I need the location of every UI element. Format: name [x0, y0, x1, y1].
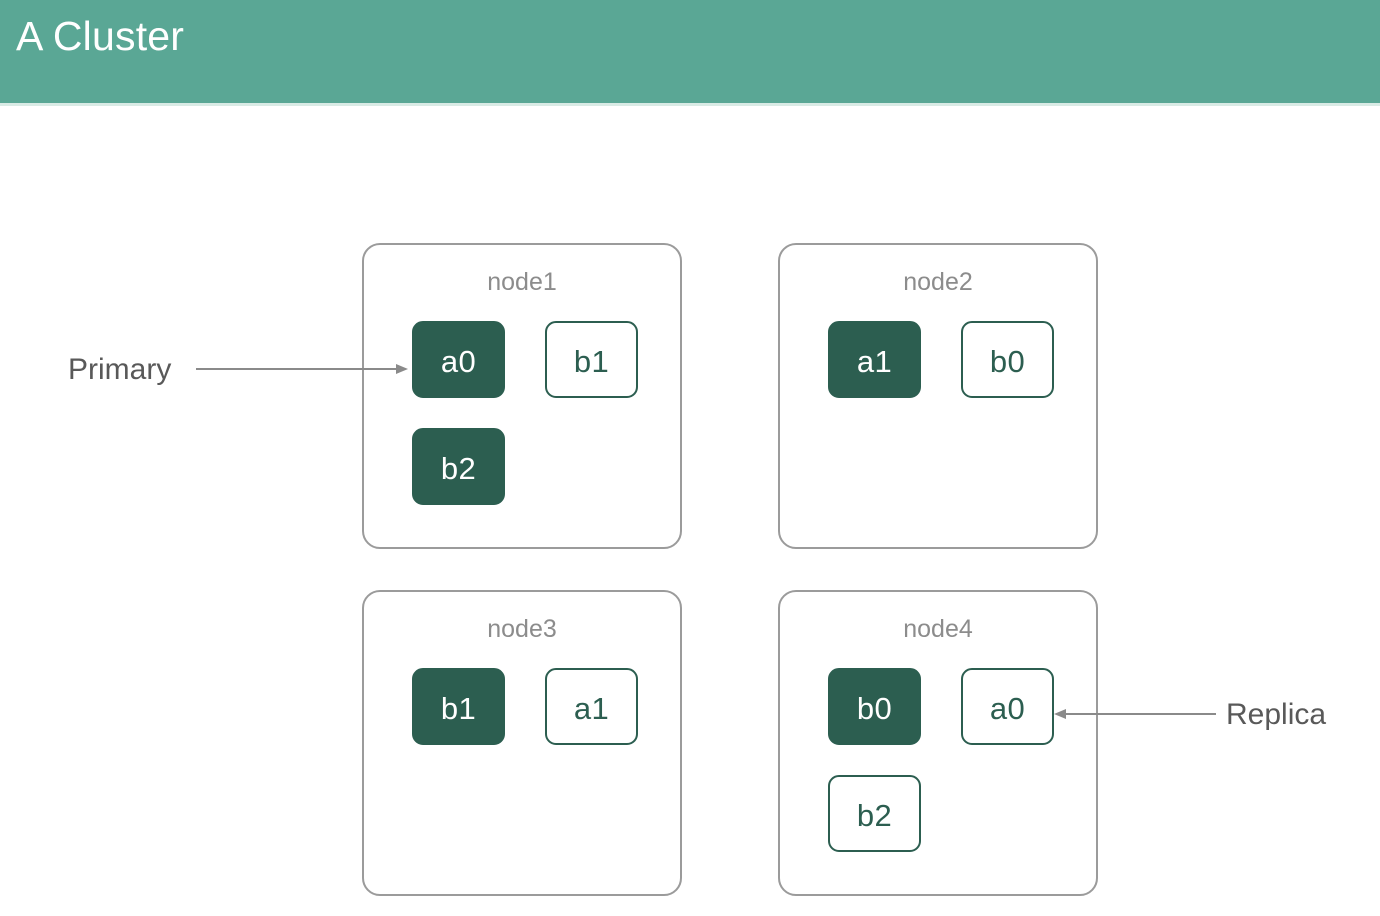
app-header: A Cluster [0, 0, 1380, 103]
shard-node3-a1[interactable]: a1 [545, 668, 638, 745]
shard-node1-b2[interactable]: b2 [412, 428, 505, 505]
page-title: A Cluster [16, 13, 185, 59]
node-box-node2[interactable]: node2 a1 b0 [778, 243, 1098, 549]
shard-area-node4: b0 a0 b2 [828, 668, 1076, 882]
node-box-node3[interactable]: node3 b1 a1 [362, 590, 682, 896]
shard-node4-b2[interactable]: b2 [828, 775, 921, 852]
cluster-diagram: node1 a0 b1 b2 node2 a1 b0 node3 b1 a1 n… [0, 106, 1380, 916]
shard-node1-b1[interactable]: b1 [545, 321, 638, 398]
shard-node4-b0[interactable]: b0 [828, 668, 921, 745]
shard-node4-a0[interactable]: a0 [961, 668, 1054, 745]
annotation-arrow-primary [196, 364, 408, 374]
annotation-label-replica: Replica [1226, 698, 1327, 731]
annotation-arrow-replica [1054, 709, 1216, 719]
header-underline [0, 103, 1380, 106]
node-label-node3: node3 [487, 615, 557, 643]
shard-area-node1: a0 b1 b2 [412, 321, 660, 535]
shard-node2-b0[interactable]: b0 [961, 321, 1054, 398]
shard-area-node3: b1 a1 [412, 668, 660, 882]
node-label-node4: node4 [903, 615, 973, 643]
node-label-node2: node2 [903, 268, 973, 296]
shard-area-node2: a1 b0 [828, 321, 1076, 535]
node-box-node1[interactable]: node1 a0 b1 b2 [362, 243, 682, 549]
node-box-node4[interactable]: node4 b0 a0 b2 [778, 590, 1098, 896]
shard-node2-a1[interactable]: a1 [828, 321, 921, 398]
shard-node3-b1[interactable]: b1 [412, 668, 505, 745]
annotation-label-primary: Primary [68, 353, 172, 386]
shard-node1-a0[interactable]: a0 [412, 321, 505, 398]
node-label-node1: node1 [487, 268, 557, 296]
